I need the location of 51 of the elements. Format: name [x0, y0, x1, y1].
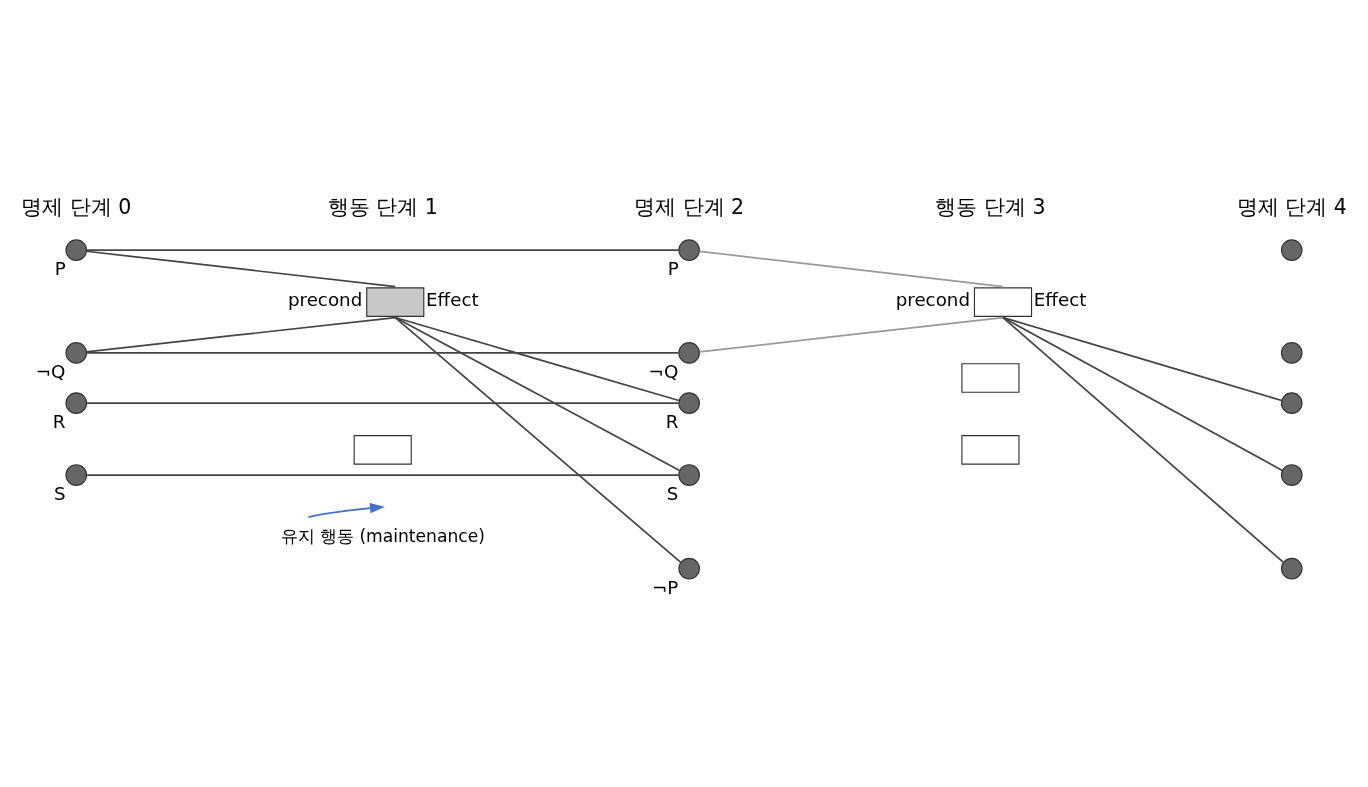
node-circle [1280, 463, 1303, 486]
node-circle [678, 557, 700, 579]
node-label: S [53, 482, 66, 504]
node-label: precond [287, 288, 363, 310]
node-box [353, 434, 412, 465]
label: 행동 단계 3 [935, 194, 1046, 219]
node-label: ¬Q [648, 360, 679, 382]
node-circle [678, 391, 700, 414]
connector [1002, 316, 1283, 401]
connector [86, 473, 680, 476]
node-circle [65, 463, 88, 486]
node-box [961, 434, 1020, 465]
node-label: Effect [426, 288, 479, 310]
node-label: R [52, 410, 66, 432]
node-text: 유지 행동 (maintenance) [280, 525, 485, 546]
connector [85, 316, 397, 353]
connector [394, 316, 681, 471]
connector [1002, 316, 1284, 471]
node-circle [678, 238, 700, 261]
node-circle [65, 391, 88, 414]
node-box [961, 362, 1020, 393]
node-label: P [667, 257, 679, 279]
label: 명제 단계 0 [21, 194, 132, 219]
node-circle [678, 341, 700, 364]
node-label: S [666, 482, 679, 504]
node-circle [1280, 557, 1303, 579]
node-circle [1280, 391, 1303, 414]
connector [394, 316, 680, 401]
label: 명제 단계 2 [634, 194, 745, 219]
node-circle [65, 238, 88, 261]
node-label: R [665, 410, 679, 432]
connector [86, 401, 680, 404]
connector [86, 248, 680, 251]
label: 행동 단계 1 [327, 194, 438, 219]
node-circle [678, 463, 700, 486]
node-label: Effect [1033, 288, 1087, 310]
node-circle [65, 341, 88, 364]
node-circle [1280, 341, 1303, 364]
label: 명제 단계 4 [1236, 194, 1347, 219]
connector [85, 249, 397, 288]
connector [1002, 316, 1285, 563]
node-circle [1280, 238, 1303, 261]
connector [394, 316, 682, 563]
arrow [307, 502, 385, 518]
node-label: precond [895, 288, 970, 310]
connector [698, 249, 1004, 288]
connector [86, 351, 680, 354]
node-label: ¬Q [35, 360, 66, 382]
connector [698, 316, 1004, 353]
node-label: ¬P [652, 576, 679, 597]
node-label: P [54, 257, 66, 279]
